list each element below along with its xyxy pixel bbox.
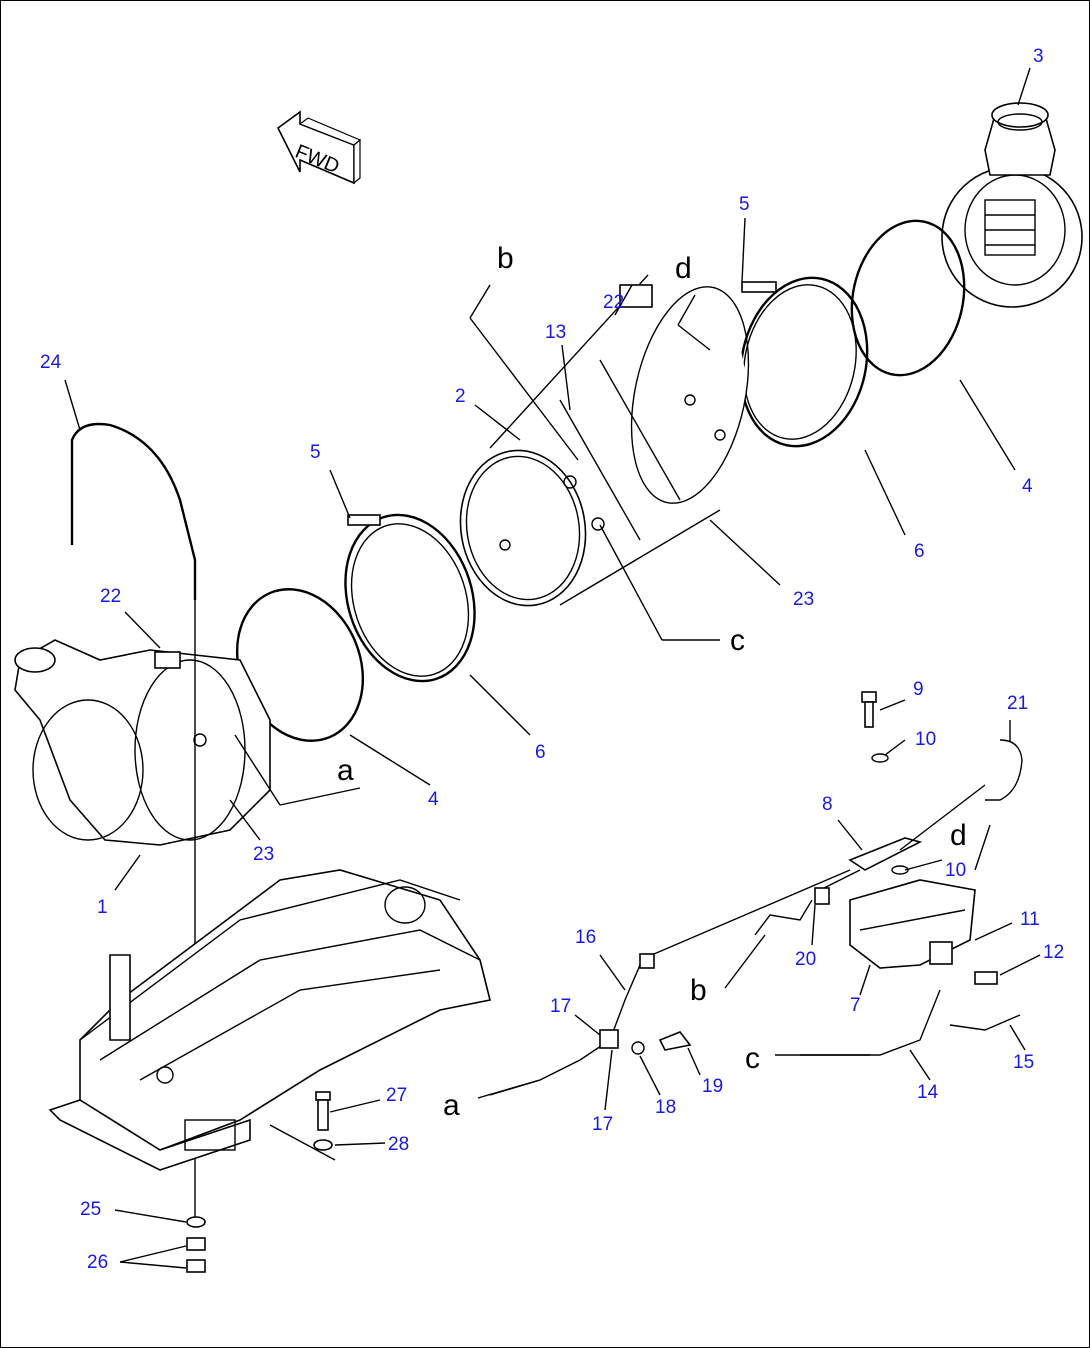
ref-letter-c: c	[745, 1042, 760, 1075]
callout-24: 24	[40, 352, 62, 373]
callout-16: 16	[575, 927, 596, 948]
callout-25: 25	[80, 1199, 101, 1220]
callout-19: 19	[702, 1076, 723, 1097]
part-fasteners	[186, 1091, 333, 1273]
callout-6: 6	[535, 742, 546, 763]
ref-letter-a: a	[337, 754, 354, 787]
callout-10: 10	[915, 729, 936, 750]
part-clamp-ring-left	[344, 513, 476, 683]
reference-letters: b d c a d b c a	[337, 242, 967, 1122]
callout-21: 21	[1007, 693, 1028, 714]
callouts: 3 5 5 22 22 13 2 24 4 4 6 6 23 23 1 9 10…	[40, 46, 1064, 1273]
callout-8: 8	[822, 794, 833, 815]
ref-letter-d: d	[675, 252, 692, 285]
callout-7: 7	[850, 995, 861, 1016]
callout-14: 14	[917, 1082, 939, 1103]
callout-12: 12	[1043, 942, 1064, 963]
callout-13: 13	[545, 322, 566, 343]
callout-6: 6	[914, 541, 925, 562]
part-gasket-right	[850, 219, 966, 377]
callout-27: 27	[386, 1085, 407, 1106]
callout-26: 26	[87, 1252, 108, 1273]
callout-15: 15	[1013, 1052, 1034, 1073]
part-rear-housing	[941, 102, 1083, 308]
part-sensor-bracket	[848, 691, 998, 985]
fwd-arrow: FWD	[276, 110, 362, 185]
callout-11: 11	[1020, 909, 1040, 930]
part-front-housing	[14, 639, 271, 846]
callout-9: 9	[913, 679, 924, 700]
ref-letter-b: b	[497, 242, 514, 275]
callout-5: 5	[739, 194, 750, 215]
callout-4: 4	[1022, 476, 1033, 497]
callout-5: 5	[310, 442, 321, 463]
callout-17: 17	[592, 1114, 613, 1135]
callout-18: 18	[655, 1097, 676, 1118]
callout-1: 1	[97, 897, 108, 918]
callout-22: 22	[100, 586, 121, 607]
leader-lines	[64, 67, 1041, 1269]
ref-letter-a: a	[443, 1089, 460, 1122]
ref-letter-b: b	[690, 974, 707, 1007]
callout-10: 10	[945, 860, 966, 881]
callout-23: 23	[793, 589, 814, 610]
callout-20: 20	[795, 949, 816, 970]
callout-4: 4	[428, 789, 439, 810]
part-frame	[48, 869, 491, 1171]
callout-22: 22	[603, 292, 624, 313]
ref-letter-d: d	[950, 819, 967, 852]
callout-23: 23	[253, 844, 274, 865]
callout-28: 28	[388, 1134, 409, 1155]
callout-17: 17	[550, 996, 571, 1017]
sensor-harnesses	[489, 739, 1023, 1096]
ref-letter-c: c	[730, 624, 745, 657]
part-clamp-ring-right	[739, 276, 869, 448]
callout-3: 3	[1033, 46, 1044, 67]
reference-arrows	[234, 284, 991, 1099]
callout-2: 2	[455, 386, 466, 407]
